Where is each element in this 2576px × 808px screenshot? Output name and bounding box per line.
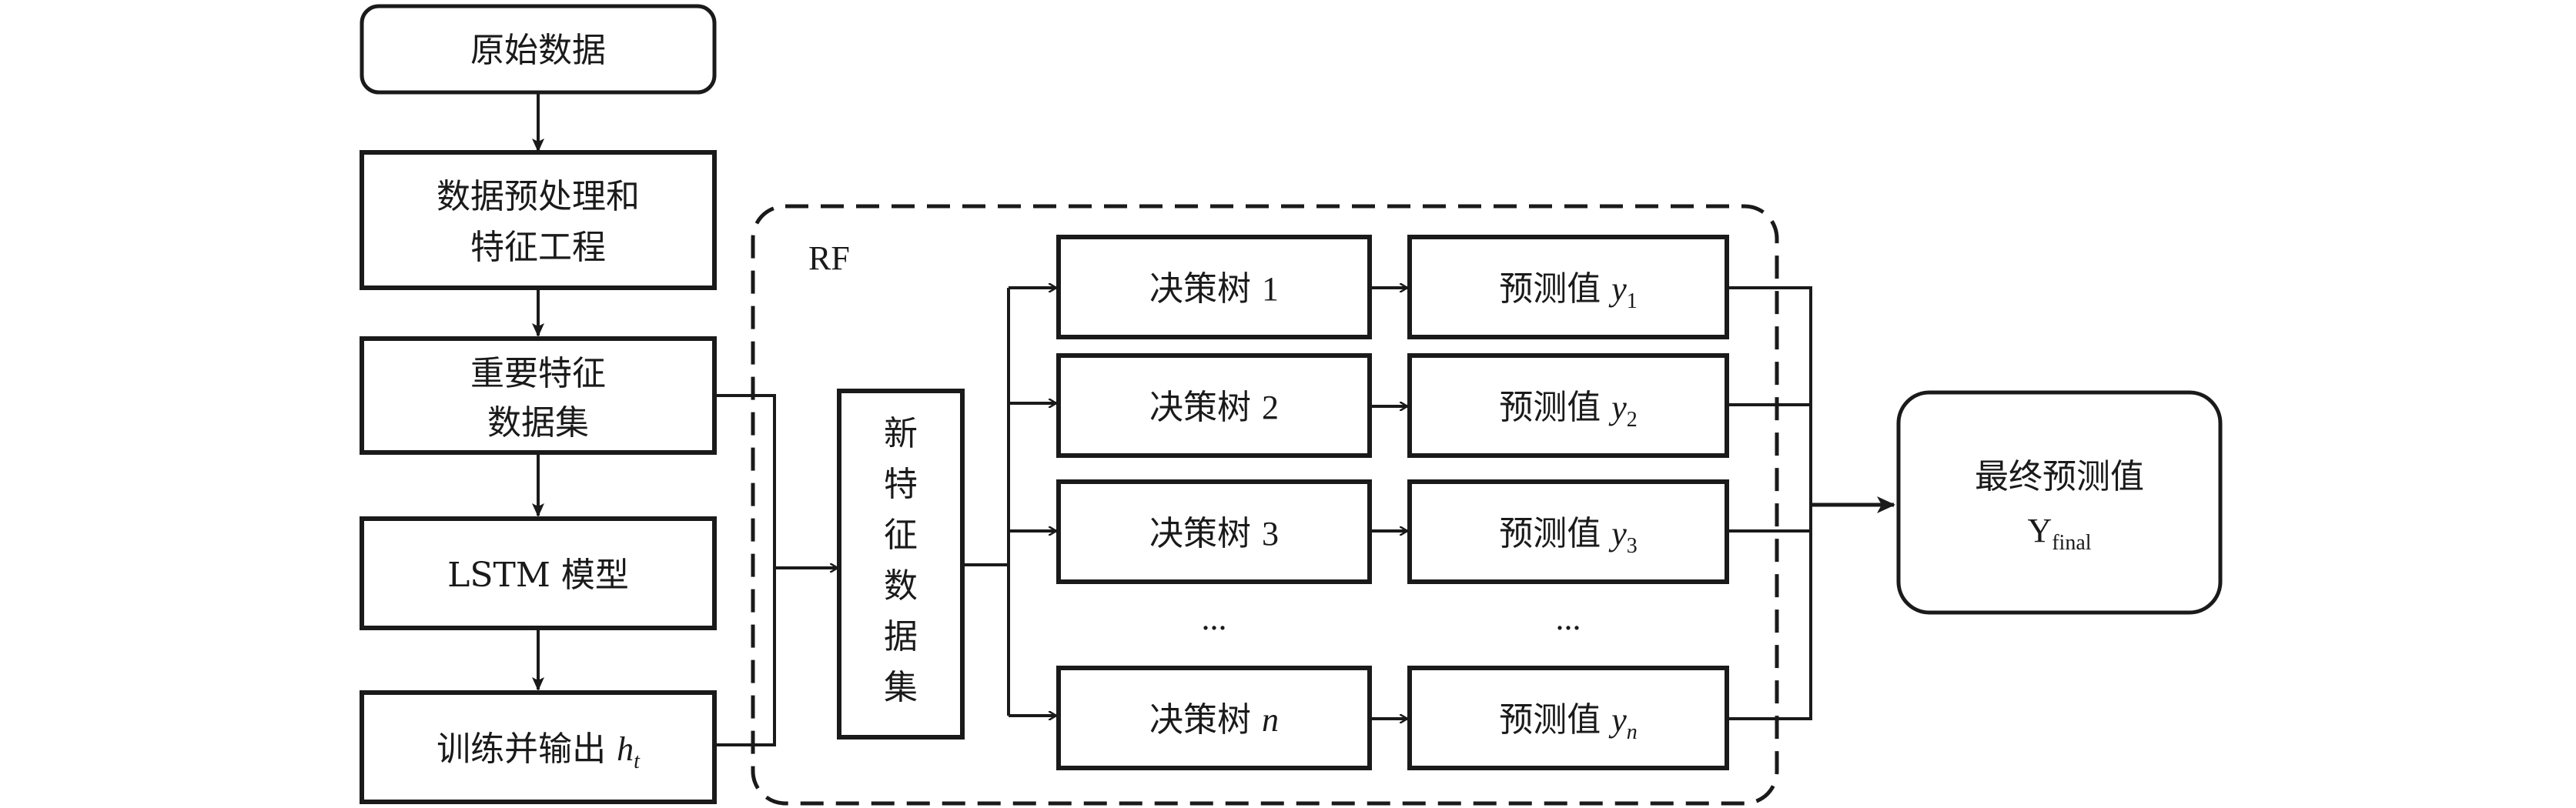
tree-number-2: 2: [1262, 389, 1279, 426]
tree-number-3: 3: [1262, 515, 1279, 553]
tree-box-1: [1056, 235, 1372, 339]
tree-prefix-2: 决策树: [1149, 388, 1251, 427]
tree-prefix-n: 决策树: [1149, 700, 1251, 740]
pred-box-2: [1407, 353, 1729, 458]
final-sub: final: [2052, 531, 2092, 555]
tree-label-2: 决策树 2: [1149, 388, 1279, 427]
tree-prefix-3: 决策树: [1149, 514, 1251, 553]
new-features-char-4: 据: [884, 617, 918, 656]
pred-ellipsis: ...: [1556, 599, 1581, 637]
tree-prefix-1: 决策树: [1149, 269, 1251, 309]
connector-pred1-to-agg: [1727, 286, 1812, 505]
pred-prefix-n: 预测值: [1499, 700, 1601, 740]
pred-prefix-1: 预测值: [1499, 269, 1601, 309]
important-features-line2: 数据集: [487, 403, 589, 442]
preprocess-label-line2: 特征工程: [470, 228, 606, 267]
preprocess-box: [360, 150, 717, 290]
new-features-label: 新 特 征 数 据 集: [884, 414, 918, 707]
rf-region: [751, 204, 1779, 806]
new-features-box: [837, 389, 965, 740]
final-prediction-box: [1896, 390, 2223, 615]
tree-box-n: [1056, 666, 1372, 770]
pred-box-n: [1407, 666, 1729, 770]
tree-label-n: 决策树 n: [1149, 700, 1279, 740]
new-features-char-3: 数: [884, 566, 918, 606]
final-prediction-line2: Yfinal: [2027, 512, 2091, 555]
train-output-var: h: [617, 730, 634, 768]
pred-var-1: y: [1608, 270, 1627, 308]
connector-train-to-merge: [714, 568, 776, 746]
lstm-label: LSTM 模型: [447, 556, 629, 595]
train-output-label: 训练并输出 ht: [437, 730, 641, 773]
train-output-text: 训练并输出: [437, 730, 606, 769]
lstm-box: [360, 516, 717, 630]
tree-number-n: n: [1262, 701, 1279, 739]
rf-label: RF: [808, 239, 850, 277]
tree-label-1: 决策树 1: [1149, 269, 1279, 309]
tree-number-1: 1: [1262, 270, 1279, 308]
pred-sub-3: 3: [1627, 534, 1638, 558]
raw-data-label: 原始数据: [470, 31, 606, 70]
tree-label-3: 决策树 3: [1149, 514, 1279, 553]
pred-prefix-2: 预测值: [1499, 388, 1601, 427]
connector-predn-to-agg: [1727, 505, 1812, 720]
pred-var-2: y: [1608, 389, 1627, 426]
pred-var-n: y: [1608, 701, 1627, 739]
new-features-char-1: 特: [884, 465, 918, 504]
pred-sub-2: 2: [1627, 408, 1638, 432]
pred-prefix-3: 预测值: [1499, 514, 1601, 553]
preprocess-label-line1: 数据预处理和: [437, 177, 640, 216]
pred-sub-n: n: [1627, 720, 1638, 744]
important-features-box: [360, 336, 717, 455]
tree-ellipsis: ...: [1202, 599, 1227, 637]
new-features-char-0: 新: [884, 414, 918, 453]
pred-box-3: [1407, 479, 1729, 584]
train-output-sub: t: [634, 750, 641, 773]
pred-box-1: [1407, 235, 1729, 339]
connector-important-to-merge: [714, 394, 776, 568]
new-features-char-2: 征: [884, 516, 918, 555]
final-var: Y: [2027, 512, 2052, 549]
train-output-box: [360, 690, 717, 804]
new-features-char-5: 集: [884, 668, 918, 707]
important-features-line1: 重要特征: [470, 354, 606, 393]
final-prediction-line1: 最终预测值: [1975, 457, 2144, 496]
pred-var-3: y: [1608, 515, 1627, 553]
pred-sub-1: 1: [1627, 289, 1638, 313]
